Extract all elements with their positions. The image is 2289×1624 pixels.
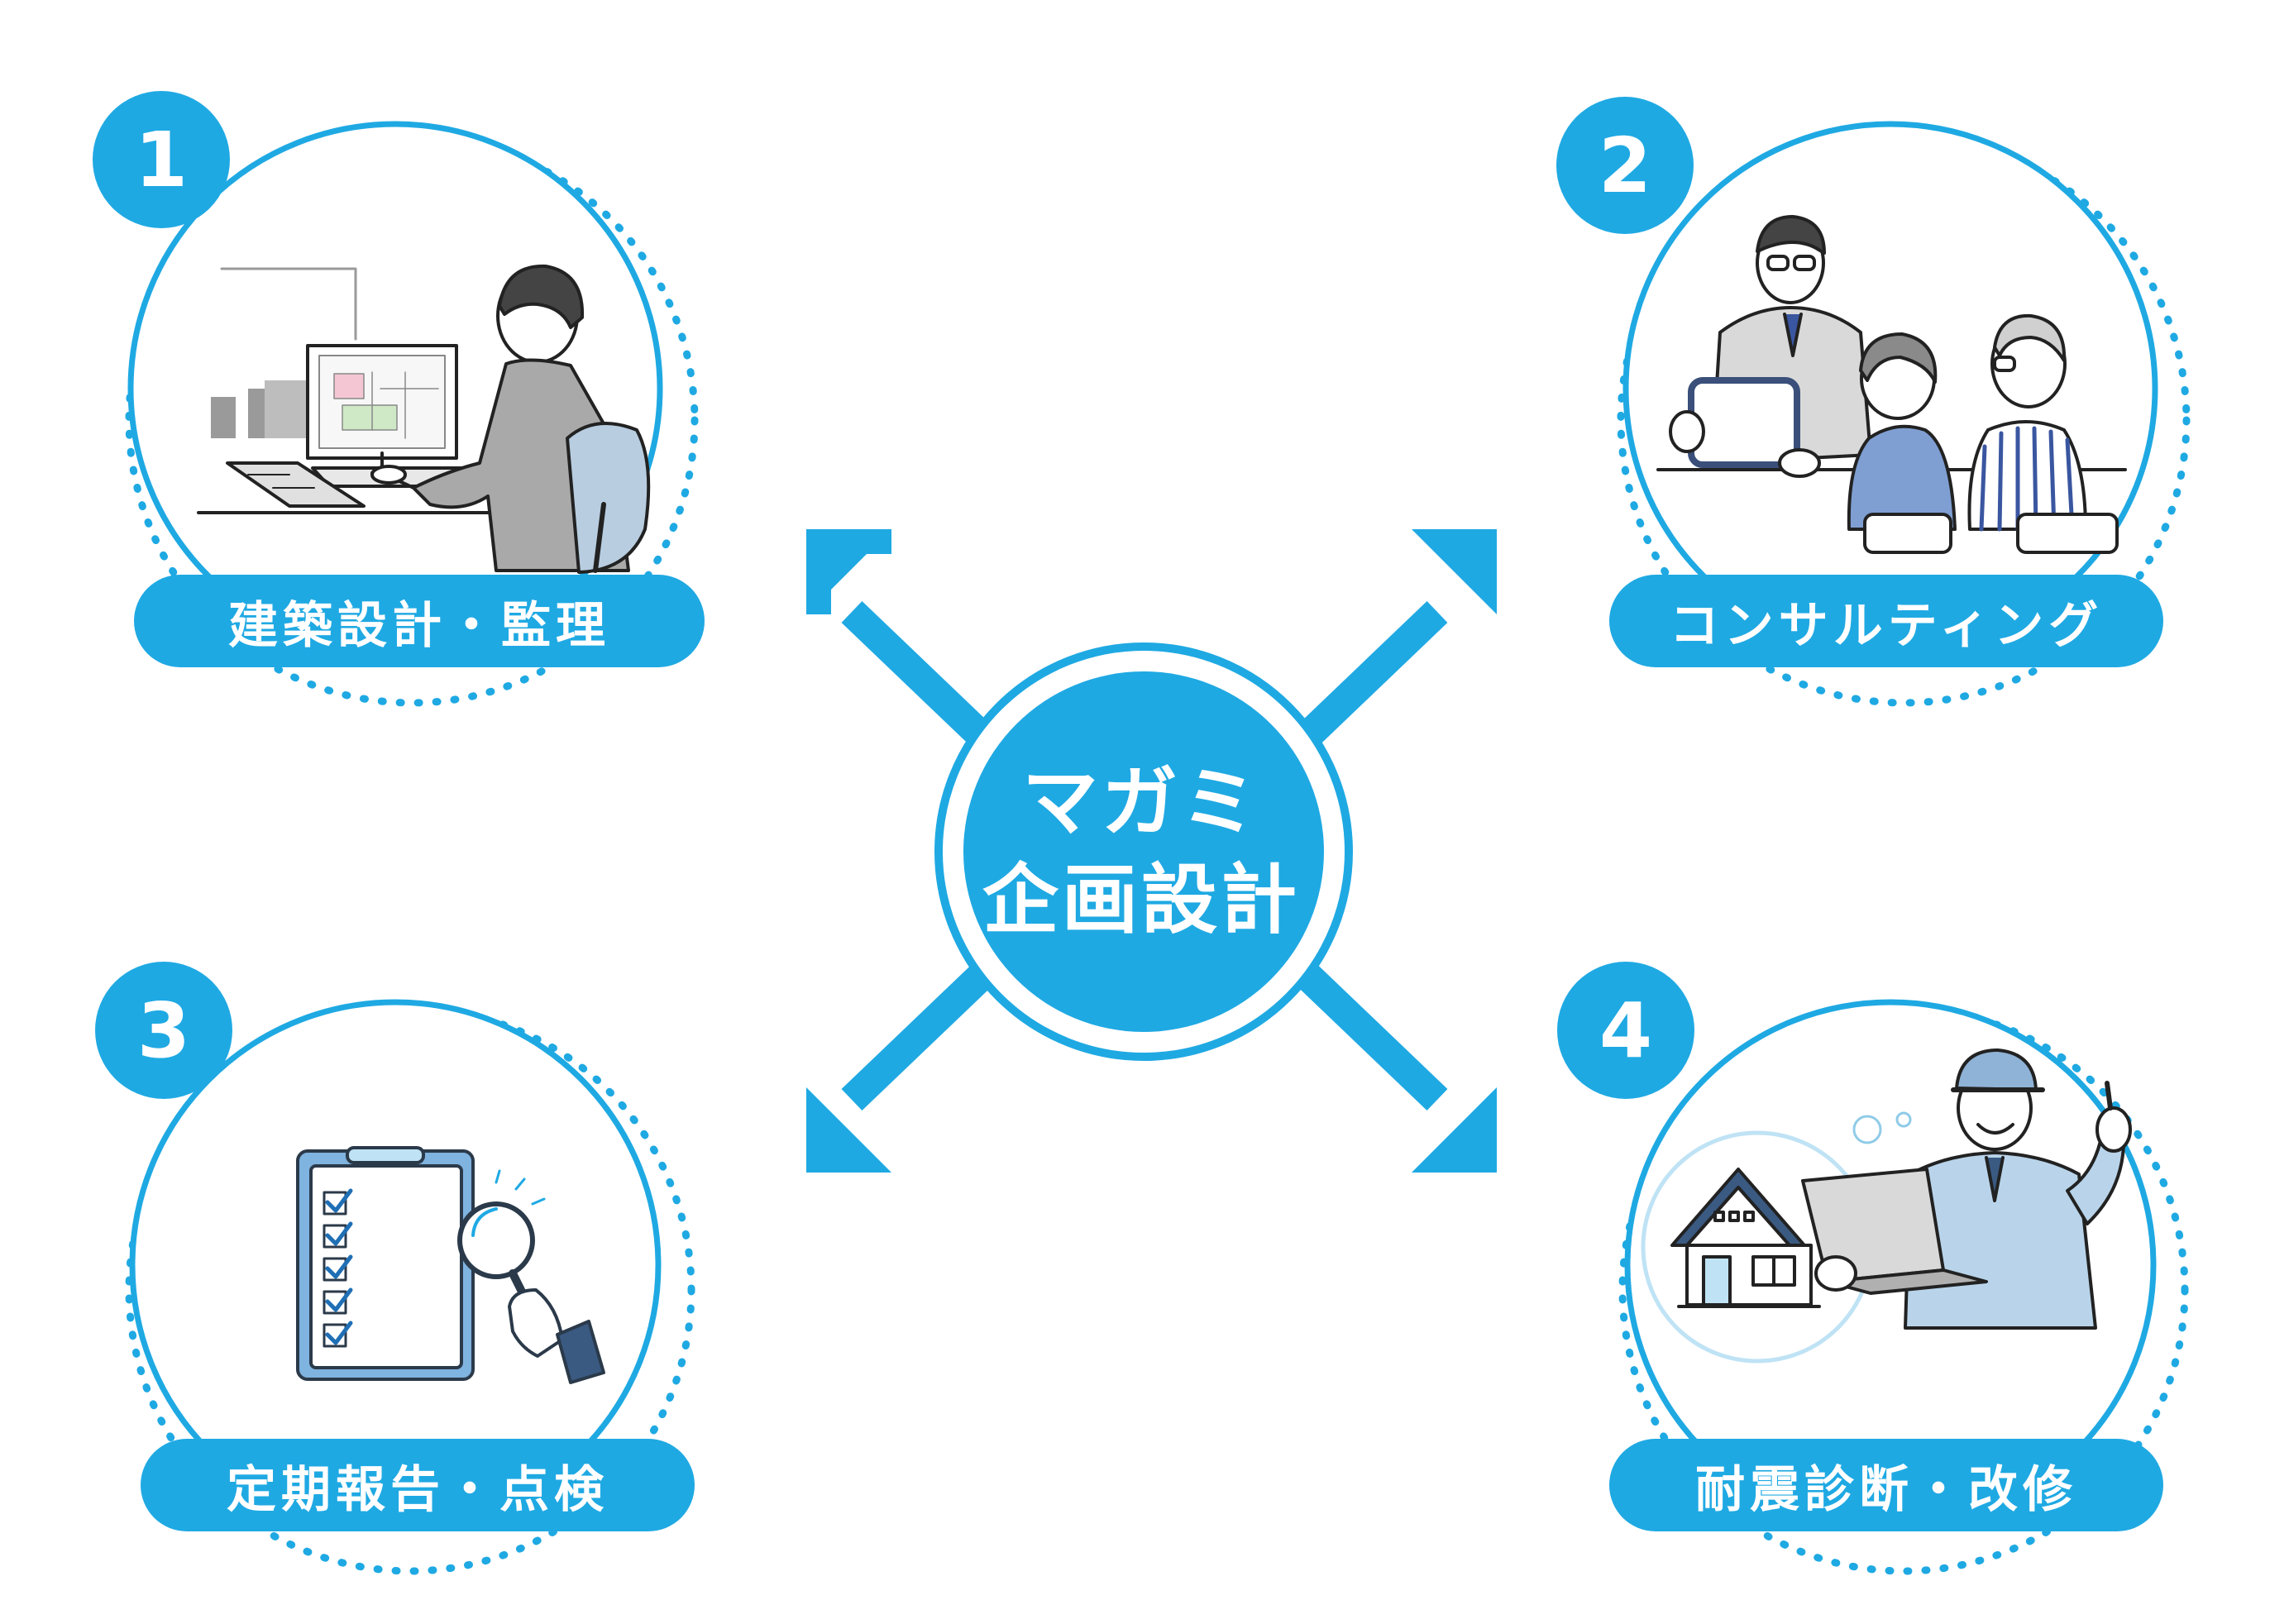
center-disc [963, 671, 1324, 1032]
center-hub [934, 642, 1353, 1061]
arrow-head [806, 1087, 891, 1173]
label-pill [134, 575, 705, 667]
inspector-with-house-illustration [1641, 1048, 2132, 1364]
service-3 [95, 962, 695, 1575]
label-pill [1609, 1439, 2163, 1531]
number-badge [1556, 97, 1694, 234]
arrows [806, 529, 1497, 1173]
arrow-head-corner [806, 529, 891, 614]
service-2 [1556, 97, 2191, 707]
number-badge [93, 91, 230, 228]
service-1 [93, 91, 705, 707]
number-badge [95, 962, 232, 1099]
arrow-head [1412, 1087, 1497, 1173]
service-4 [1557, 962, 2189, 1575]
architect-at-desk-illustration [197, 264, 651, 574]
number-badge [1557, 962, 1694, 1099]
label-pill [141, 1439, 695, 1531]
arrow-head [1412, 529, 1497, 614]
label-pill [1609, 575, 2163, 667]
checklist-magnifier-illustration [296, 1146, 605, 1384]
consultation-meeting-illustration [1656, 215, 2127, 554]
